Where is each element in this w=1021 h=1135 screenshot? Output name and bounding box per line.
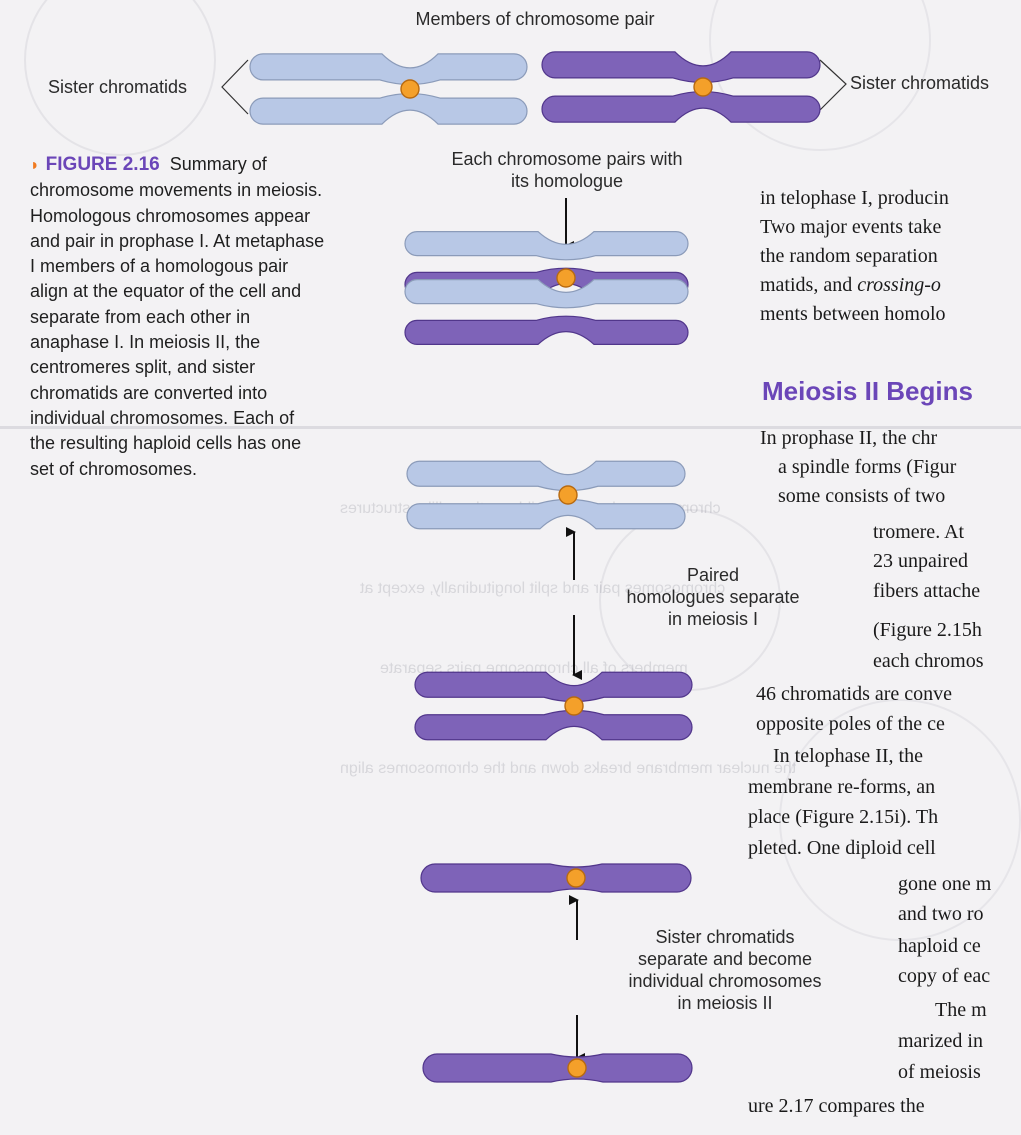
figure-number: FIGURE 2.16 xyxy=(46,154,160,175)
dark-chromosome-meiosis-i-centromere xyxy=(565,697,583,715)
caption-line: the resulting haploid cells has one xyxy=(30,433,301,453)
body-line: (Figure 2.15h xyxy=(873,616,982,645)
caption-line: centromeres split, and sister xyxy=(30,357,255,377)
sister-chromatids-left-bracket xyxy=(222,60,248,114)
body-paragraph-1: in telophase I, producin Two major event… xyxy=(760,184,949,329)
body-line: a spindle forms (Figur xyxy=(778,453,956,482)
dark-chromosome-top-upper-chromatid xyxy=(542,52,820,83)
sister-separate-label-line: Sister chromatids xyxy=(600,926,850,948)
caption-line: and pair in prophase I. At metaphase xyxy=(30,231,324,251)
light-chromosome-meiosis-i-upper-chromatid xyxy=(407,461,685,490)
sister-separate-label-line: individual chromosomes xyxy=(600,970,850,992)
caption-line: separate from each other in xyxy=(30,307,250,327)
figure-marker-icon: ◗ xyxy=(30,157,40,174)
body-line: tromere. At xyxy=(873,518,964,547)
caption-line: I members of a homologous pair xyxy=(30,256,288,276)
caption-line: Summary of xyxy=(170,154,267,174)
light-chromosome-top-centromere xyxy=(401,80,419,98)
body-line: of meiosis xyxy=(898,1058,981,1087)
body-line: Two major events take xyxy=(760,213,949,242)
light-chromosome-top-upper-chromatid xyxy=(250,54,527,85)
body-line: some consists of two xyxy=(778,482,945,511)
dark-chromosome-top-centromere xyxy=(694,78,712,96)
body-line: copy of eac xyxy=(898,962,990,991)
body-line: gone one m xyxy=(898,870,991,899)
caption-line: chromosome movements in meiosis. xyxy=(30,180,322,200)
body-line: matids, and crossing-o xyxy=(760,271,949,300)
sister-chromosome-lower-centromere xyxy=(568,1059,586,1077)
body-line: In telophase II, the xyxy=(773,742,923,771)
separate-label-line: Paired xyxy=(598,564,828,586)
caption-line: set of chromosomes. xyxy=(30,459,197,479)
light-chromosome-meiosis-i-centromere xyxy=(559,486,577,504)
body-line: The m xyxy=(935,996,987,1025)
body-line: ments between homolo xyxy=(760,300,949,329)
sister-chromatids-left-label: Sister chromatids xyxy=(48,76,218,98)
homologues-separate-label: Paired homologues separate in meiosis I xyxy=(598,564,828,630)
body-line: haploid ce xyxy=(898,932,981,961)
caption-line: align at the equator of the cell and xyxy=(30,281,301,301)
body-line: place (Figure 2.15i). Th xyxy=(748,803,938,832)
bivalent-light-upper-chromatid xyxy=(405,232,688,260)
pairing-label: Each chromosome pairs with its homologue xyxy=(412,148,722,192)
separate-label-line: in meiosis I xyxy=(598,608,828,630)
body-line: pleted. One diploid cell xyxy=(748,834,936,863)
caption-line: chromatids are converted into xyxy=(30,383,267,403)
body-line: in telophase I, producin xyxy=(760,184,949,213)
body-line: and two ro xyxy=(898,900,984,929)
section-heading: Meiosis II Begins xyxy=(762,376,973,407)
body-line: membrane re-forms, an xyxy=(748,773,935,802)
sister-chromatids-right-label: Sister chromatids xyxy=(850,72,1020,94)
body-line: ure 2.17 compares the xyxy=(748,1092,925,1121)
body-line: each chromos xyxy=(873,647,984,676)
members-of-pair-label: Members of chromosome pair xyxy=(388,8,682,30)
sister-separate-label-line: separate and become xyxy=(600,948,850,970)
body-line: opposite poles of the ce xyxy=(756,710,945,739)
dark-chromosome-top-lower-chromatid xyxy=(542,92,820,123)
dark-chromosome-meiosis-i-lower-chromatid xyxy=(415,710,692,739)
body-line: 23 unpaired xyxy=(873,547,968,576)
caption-line: individual chromosomes. Each of xyxy=(30,408,294,428)
dark-chromosome-meiosis-i-upper-chromatid xyxy=(415,672,692,701)
body-line: the random separation xyxy=(760,242,949,271)
figure-caption: ◗ FIGURE 2.16 Summary of chromosome movem… xyxy=(30,152,395,482)
sister-chromosome-lower xyxy=(423,1054,692,1082)
sister-chromosome-upper xyxy=(421,864,691,892)
separate-label-line: homologues separate xyxy=(598,586,828,608)
sister-chromatids-right-bracket xyxy=(820,60,846,110)
light-chromosome-top-lower-chromatid xyxy=(250,94,527,125)
light-chromosome-meiosis-i-lower-chromatid xyxy=(407,499,685,528)
caption-line: Homologous chromosomes appear xyxy=(30,206,310,226)
bivalent-dark-lower-chromatid xyxy=(405,316,688,344)
sister-separate-label: Sister chromatids separate and become in… xyxy=(600,926,850,1014)
bivalent-centromere xyxy=(557,269,575,287)
body-line: marized in xyxy=(898,1027,983,1056)
pairing-label-line: its homologue xyxy=(412,170,722,192)
pairing-label-line: Each chromosome pairs with xyxy=(412,148,722,170)
body-line: fibers attache xyxy=(873,577,980,606)
body-line: 46 chromatids are conve xyxy=(756,680,952,709)
sister-chromosome-upper-centromere xyxy=(567,869,585,887)
caption-line: anaphase I. In meiosis II, the xyxy=(30,332,260,352)
body-line: In prophase II, the chr xyxy=(760,424,937,453)
sister-separate-label-line: in meiosis II xyxy=(600,992,850,1014)
